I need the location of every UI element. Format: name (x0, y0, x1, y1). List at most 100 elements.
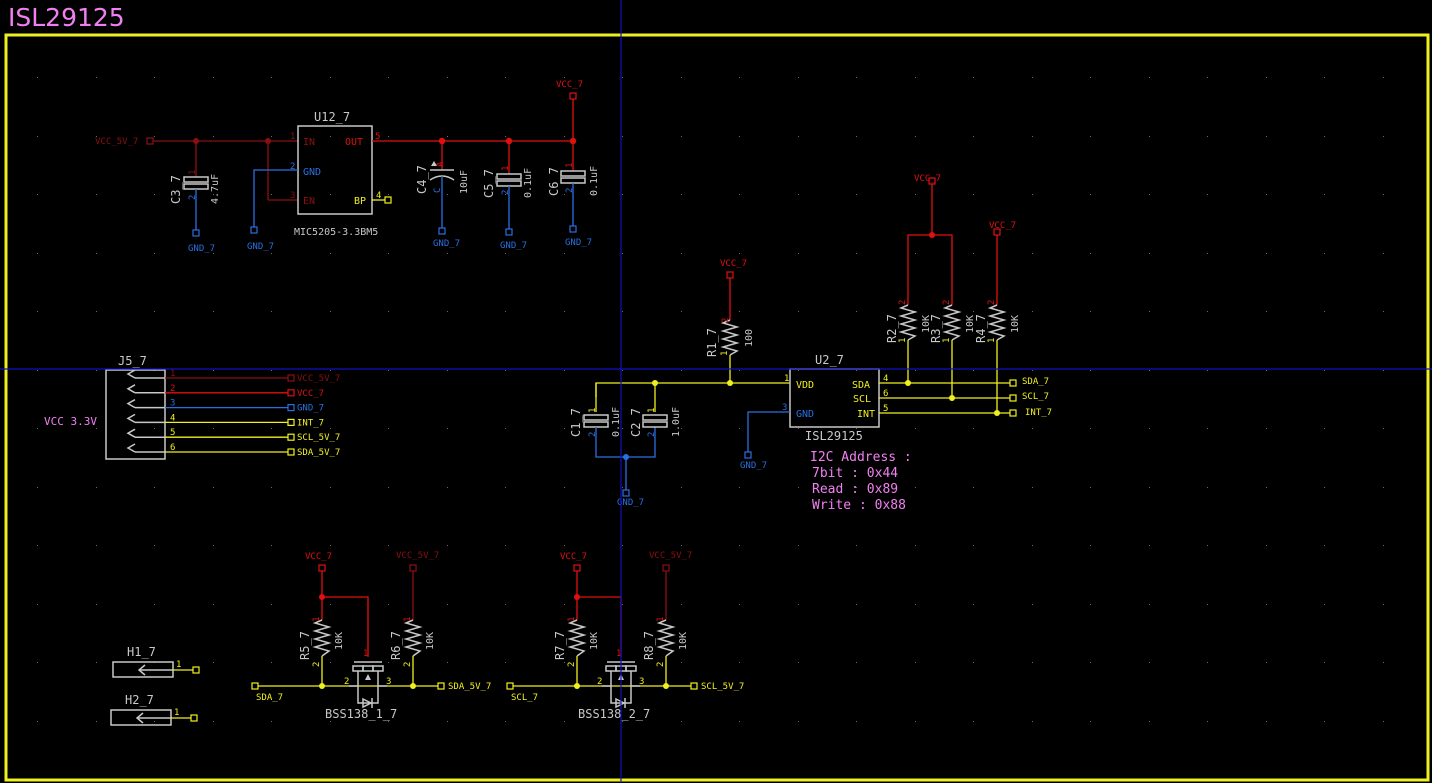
grid-dot (154, 253, 155, 254)
pin-number: 3 (170, 399, 175, 409)
net-port[interactable] (287, 389, 295, 397)
grid-dot (564, 487, 565, 488)
net-port[interactable] (287, 418, 295, 426)
capacitor-c3[interactable]: GND_7 C3_7 4.7uF 1 2 (169, 170, 221, 254)
cap-value: 4.7uF (210, 174, 221, 204)
grid-dot (213, 428, 214, 429)
net-port[interactable] (690, 682, 698, 690)
resistor-value: 10K (921, 315, 932, 333)
grid-dot (681, 428, 682, 429)
grid-dot (330, 662, 331, 663)
net-port[interactable] (506, 682, 514, 690)
net-port[interactable] (287, 448, 295, 456)
net-port[interactable] (190, 714, 198, 722)
net-port[interactable] (409, 564, 417, 572)
net-port[interactable] (438, 227, 446, 235)
connector-contact-icon (126, 428, 136, 438)
net-port[interactable] (287, 374, 295, 382)
net-port[interactable] (662, 564, 670, 572)
grid-dot (388, 253, 389, 254)
net-i2c-outputs[interactable]: SDA_7 SCL_7 INT_7 (879, 340, 1052, 418)
header-2[interactable]: H2_71 (110, 693, 198, 726)
net-vcc5v-input[interactable]: VCC_5V_7 (95, 137, 298, 201)
net-port[interactable] (250, 226, 258, 234)
grid-dot (915, 428, 916, 429)
net-port[interactable] (1009, 379, 1017, 387)
net-port[interactable] (1009, 409, 1017, 417)
regulator-u12[interactable]: U12_7 MIC5205-3.3BM5 IN GND EN OUT BP 1 … (247, 110, 392, 252)
net-port[interactable] (744, 451, 752, 459)
grid-dot (505, 545, 506, 546)
gnd-label: GND_7 (433, 239, 460, 249)
header-1[interactable]: H1_71 (112, 645, 200, 678)
mosfet-source (602, 671, 612, 687)
pin-number: 2 (597, 677, 602, 687)
net-port[interactable] (569, 92, 577, 100)
grid-dot (96, 428, 97, 429)
net-port[interactable] (384, 196, 392, 204)
grid-dot (1207, 604, 1208, 605)
mosfet-ref: BSS138_1_7 (325, 707, 397, 721)
net-port[interactable] (192, 666, 200, 674)
net-port[interactable] (287, 433, 295, 441)
mosfet-source (349, 671, 359, 687)
pin-number: 1 (403, 617, 413, 622)
grid-dot (505, 662, 506, 663)
grid-dot (681, 370, 682, 371)
grid-dot (915, 136, 916, 137)
grid-dot (622, 370, 623, 371)
mosfet-channel (372, 665, 384, 672)
net-port[interactable] (146, 137, 154, 145)
capacitor-c4[interactable]: GND_7 C4_7 10uF A C (415, 141, 470, 249)
grid-dot (330, 311, 331, 312)
net-port[interactable] (505, 228, 513, 236)
resistor-ref: R2_7 (885, 314, 899, 343)
sensor-u2[interactable]: U2_7 ISL29125 VDD GND SDA SCL INT 1 3 4 … (740, 353, 888, 471)
net-port[interactable] (192, 229, 200, 237)
net-port[interactable] (437, 682, 445, 690)
grid-dot (798, 662, 799, 663)
grid-dot (1324, 545, 1325, 546)
grid-dot (330, 545, 331, 546)
grid-dot (330, 136, 331, 137)
net-port[interactable] (573, 564, 581, 572)
pin-number: 1 (290, 132, 295, 142)
capacitor-c1[interactable]: GND_7 C1_7 0.1uF 1 2 (569, 407, 656, 508)
grid-dot (622, 545, 623, 546)
capacitor-c6[interactable]: GND_7 C6_7 0.1uF 1 2 (547, 141, 600, 248)
grid-dot (1207, 487, 1208, 488)
grid-dot (96, 487, 97, 488)
grid-dot (447, 136, 448, 137)
net-port[interactable] (287, 404, 295, 412)
net-pullup-vcc[interactable]: VCC_7 VCC_7 (907, 174, 1016, 305)
pin-number: 2 (656, 662, 666, 667)
capacitor-c2[interactable]: C2_7 1.0uF 1 2 (629, 407, 682, 437)
net-vdd[interactable] (595, 355, 790, 412)
resistor-body (312, 619, 332, 657)
resistor-r1[interactable]: VCC_7 R1_7 100 1 2 (705, 259, 755, 357)
grid-dot (1032, 545, 1033, 546)
net-vcc-output[interactable]: VCC_7 (372, 80, 583, 145)
net-port[interactable] (993, 228, 1001, 236)
capacitor-c5[interactable]: GND_7 C5_7 0.1uF 1 2 (482, 141, 534, 251)
cap-value: 1.0uF (671, 407, 682, 437)
net-port[interactable] (726, 271, 734, 279)
net-port[interactable] (1009, 394, 1017, 402)
net-port[interactable] (622, 489, 630, 497)
net-port[interactable] (318, 564, 326, 572)
grid-dot (798, 253, 799, 254)
net-port[interactable] (928, 177, 936, 185)
net-port[interactable] (251, 682, 259, 690)
net-port[interactable] (569, 225, 577, 233)
grid-dot (622, 77, 623, 78)
grid-dot (37, 77, 38, 78)
grid-dot (798, 721, 799, 722)
grid-dot (1090, 721, 1091, 722)
